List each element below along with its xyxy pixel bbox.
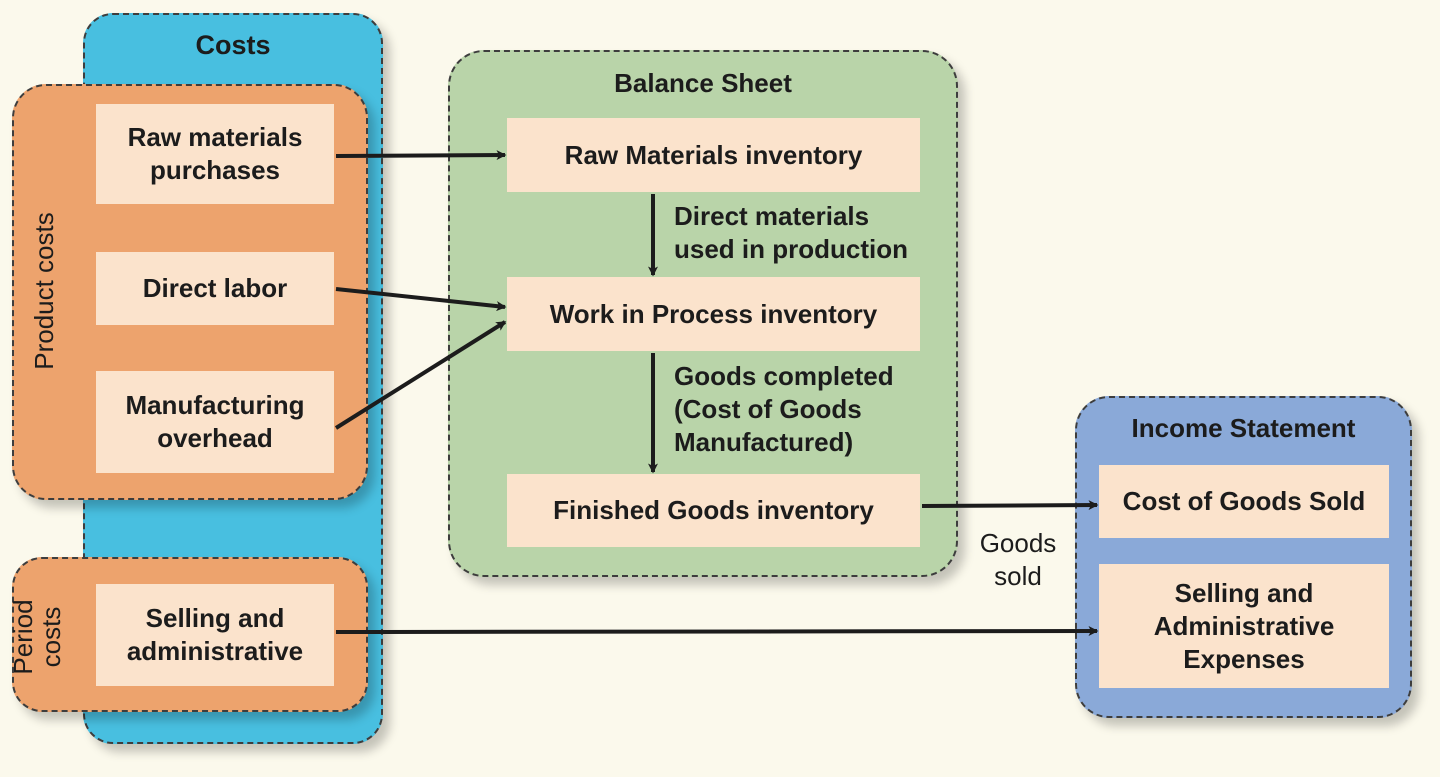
- raw-materials-purchases-line1: Raw materials: [127, 122, 303, 152]
- selling-admin-expenses-box: Selling and Administrative Expenses: [1099, 564, 1389, 688]
- arrow-direct-labor-to-wip: [335, 287, 507, 312]
- raw-materials-inventory-box: Raw Materials inventory: [507, 118, 920, 192]
- goods-sold-label: Goods sold: [968, 527, 1068, 593]
- selling-admin-expenses-line3: Expenses: [1183, 643, 1305, 674]
- manufacturing-overhead-line1: Manufacturing: [125, 390, 305, 420]
- goods-completed-label: Goods completed (Cost of Goods Manufactu…: [674, 360, 894, 459]
- direct-materials-line2: used in production: [674, 234, 908, 264]
- cost-of-goods-sold-box: Cost of Goods Sold: [1099, 465, 1389, 538]
- raw-materials-inventory-label: Raw Materials inventory: [564, 139, 863, 170]
- work-in-process-inventory-box: Work in Process inventory: [507, 277, 920, 351]
- goods-completed-line1: Goods completed: [674, 361, 894, 391]
- manufacturing-overhead-box: Manufacturing overhead: [96, 371, 334, 473]
- selling-administrative-line1: Selling and: [145, 603, 285, 633]
- arrow-overhead-to-wip: [334, 320, 507, 430]
- arrow-finished-to-cogs: [921, 500, 1099, 511]
- selling-administrative-box: Selling and administrative: [96, 584, 334, 686]
- income-statement-title: Income Statement: [1131, 413, 1356, 443]
- direct-materials-label: Direct materials used in production: [674, 200, 908, 266]
- goods-completed-line3: Manufactured): [674, 427, 854, 457]
- cost-of-goods-sold-label: Cost of Goods Sold: [1122, 486, 1366, 516]
- selling-admin-expenses-line1: Selling and: [1174, 577, 1314, 608]
- direct-labor-label: Direct labor: [142, 273, 288, 303]
- manufacturing-overhead-line2: overhead: [157, 423, 273, 453]
- finished-goods-inventory-label: Finished Goods inventory: [553, 495, 874, 525]
- selling-admin-expenses-line2: Administrative: [1153, 610, 1335, 641]
- balance-sheet-title: Balance Sheet: [614, 68, 792, 98]
- costs-title: Costs: [195, 30, 271, 60]
- direct-labor-box: Direct labor: [96, 252, 334, 325]
- arrow-raw-purchases-to-inventory: [335, 150, 507, 161]
- arrow-selling-admin-to-expenses: [335, 626, 1099, 637]
- goods-sold-line2: sold: [994, 561, 1042, 591]
- work-in-process-inventory-label: Work in Process inventory: [549, 298, 878, 329]
- finished-goods-inventory-box: Finished Goods inventory: [507, 474, 920, 547]
- goods-sold-line1: Goods: [979, 528, 1057, 558]
- raw-materials-purchases-box: Raw materials purchases: [96, 104, 334, 204]
- goods-completed-line2: (Cost of Goods: [674, 394, 862, 424]
- direct-materials-line1: Direct materials: [674, 201, 870, 231]
- raw-materials-purchases-line2: purchases: [149, 155, 281, 185]
- selling-administrative-line2: administrative: [126, 636, 304, 666]
